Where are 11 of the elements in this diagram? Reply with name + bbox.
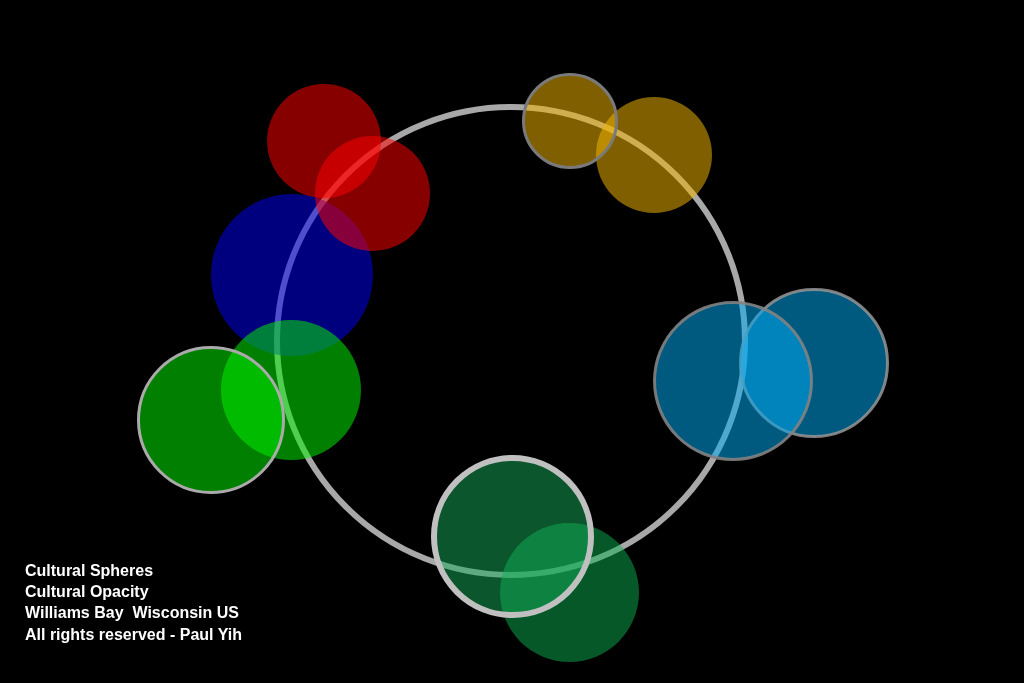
disc: [267, 84, 381, 198]
disc: [522, 73, 618, 169]
ring: [274, 104, 748, 578]
disc: [653, 300, 813, 461]
disc: [596, 96, 712, 213]
disc: [137, 346, 285, 494]
location-text: Williams Bay Wisconsin US: [25, 603, 239, 622]
disc: [431, 455, 594, 618]
title-text: Cultural Spheres: [25, 561, 154, 580]
subtitle-text: Cultural Opacity: [25, 582, 149, 601]
copyright-notice: All rights reserved - Paul Yih: [25, 625, 242, 644]
